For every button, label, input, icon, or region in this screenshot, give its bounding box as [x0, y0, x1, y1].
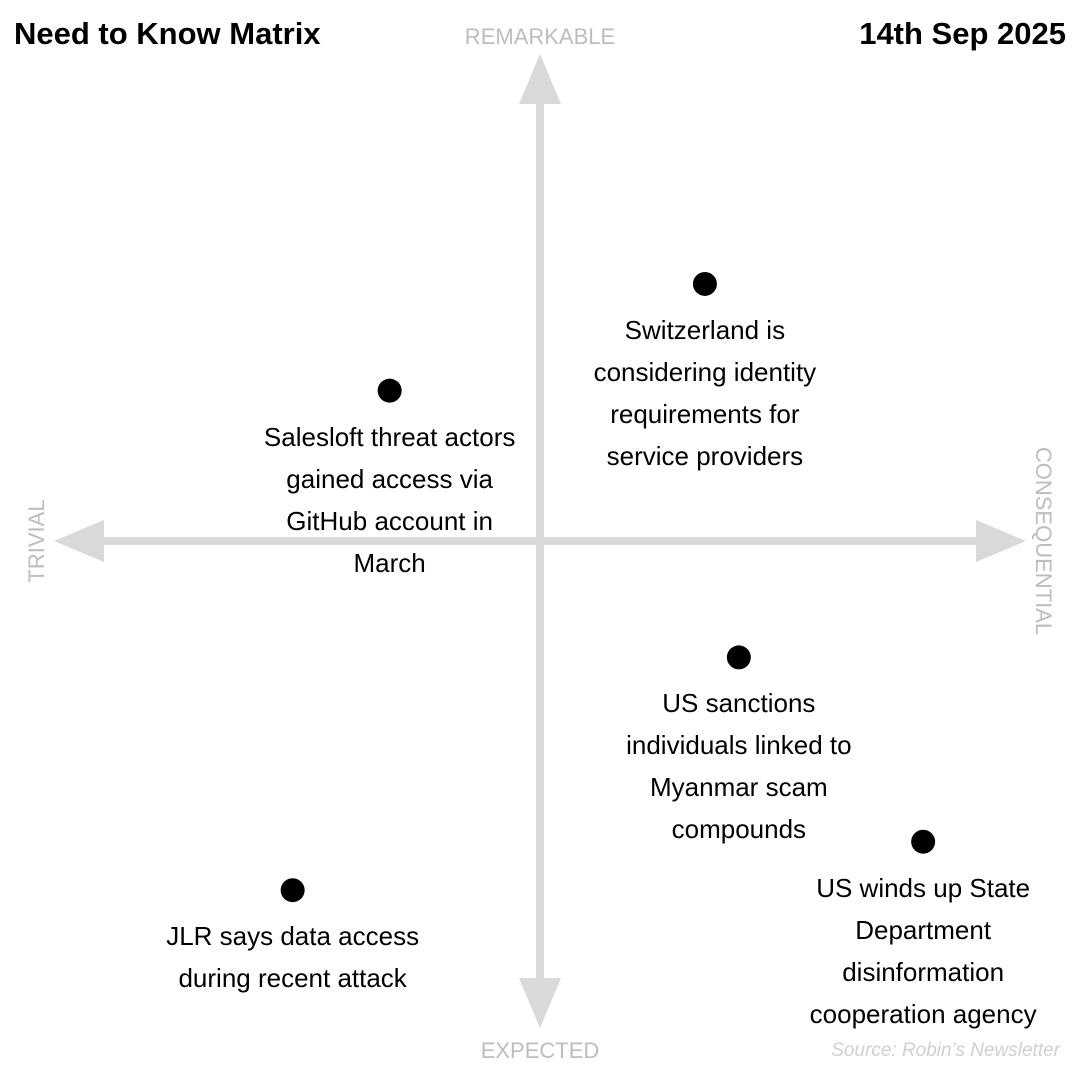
- arrow-up-icon: [519, 54, 561, 104]
- point-label-line: GitHub account in: [286, 505, 493, 536]
- point-label-line: service providers: [606, 440, 804, 471]
- point-label-line: requirements for: [610, 398, 800, 429]
- point-label-line: during recent attack: [178, 963, 407, 994]
- point-label: JLR says data access during recent attack: [166, 915, 419, 999]
- arrow-down-icon: [519, 978, 561, 1028]
- point-label-line: US winds up State: [816, 872, 1031, 903]
- data-point: [911, 829, 936, 854]
- source-note: Source: Robin’s Newsletter: [831, 1040, 1060, 1061]
- point-label-line: individuals linked to: [626, 730, 852, 761]
- point-label-line: considering identity: [593, 356, 817, 387]
- point-label-line: Myanmar scam: [649, 772, 828, 803]
- date-label: 14th Sep 2025: [859, 16, 1066, 51]
- chart-title: Need to Know Matrix: [14, 16, 321, 51]
- arrow-left-icon: [54, 520, 104, 562]
- data-point: [692, 271, 717, 296]
- point-label-line: Switzerland is: [624, 314, 786, 345]
- point-label-line: disinformation: [842, 956, 1005, 987]
- data-point: [280, 878, 305, 903]
- point-label: Switzerland is considering identity requir…: [594, 309, 817, 477]
- axis-label-remarkable: REMARKABLE: [464, 24, 616, 49]
- point-label: US sanctions individuals linked to Myanmar…: [626, 682, 851, 850]
- point-label-line: JLR says data access: [166, 921, 420, 952]
- data-point: [377, 378, 402, 403]
- axis-label-expected: EXPECTED: [480, 1038, 600, 1063]
- point-label-line: March: [353, 547, 426, 578]
- arrow-right-icon: [976, 520, 1026, 562]
- point-label-line: gained access via: [286, 463, 493, 494]
- point-label-line: US sanctions: [662, 688, 816, 719]
- point-label-line: compounds: [671, 814, 807, 845]
- data-point: [726, 645, 751, 670]
- axis-label-trivial: TRIVIAL: [24, 499, 49, 583]
- point-label-line: Salesloft threat actors: [263, 421, 516, 452]
- point-label-line: Department: [855, 914, 992, 945]
- axis-label-consequential: CONSEQUENTIAL: [1031, 446, 1056, 636]
- point-label: Salesloft threat actors gained access via…: [264, 416, 515, 584]
- point-label-line: cooperation agency: [809, 998, 1037, 1029]
